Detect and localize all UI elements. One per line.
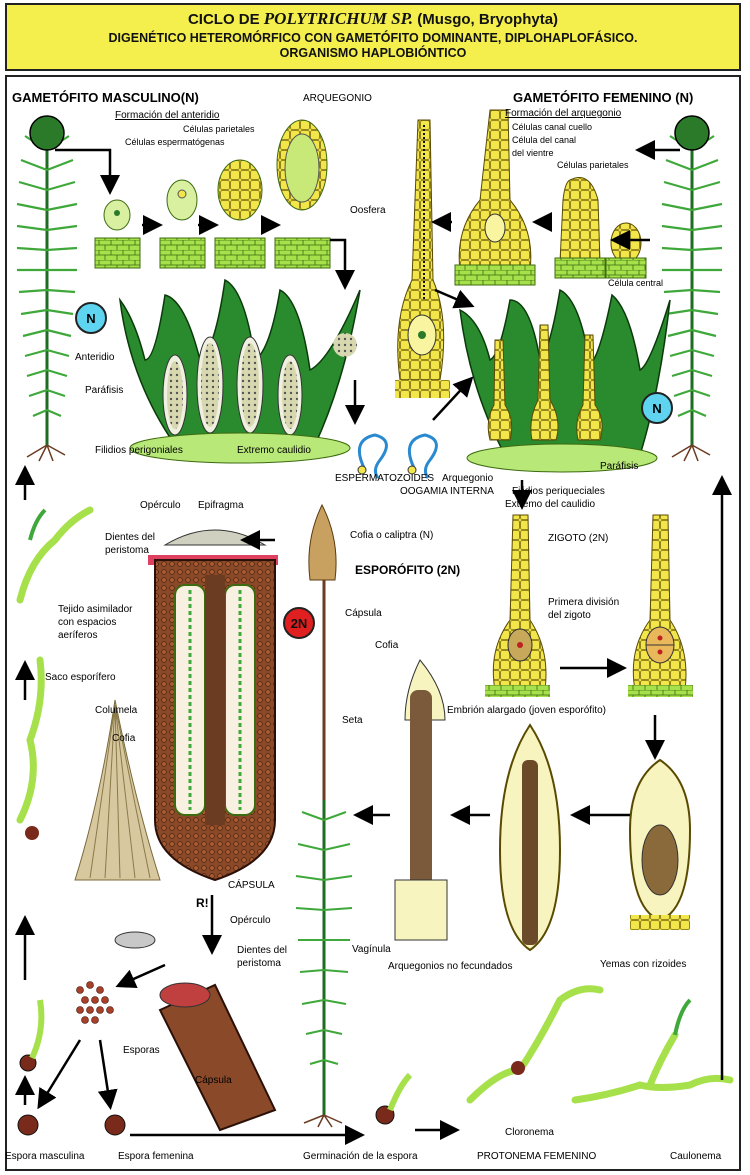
label-operculo-2: Opérculo [230,915,271,926]
opened-capsule-icon [114,931,277,1132]
spermatozoid-icon [357,433,438,479]
label-capsula-top: Cápsula [345,608,382,619]
label-yemas: Yemas con rizoides [600,959,687,970]
label-arquegonio-mid: Arquegonio [442,473,494,484]
label-filidios-perigoniales: Filidios perigoniales [95,445,183,456]
label-protonema-femenino: PROTONEMA FEMENINO [477,1151,597,1162]
label-parafisis-left: Paráfisis [85,385,124,396]
label-saco-esporifero: Saco esporífero [45,672,116,683]
sporophyte-young-icon [394,659,448,941]
label-dientes-peristoma-1: Dientes del [105,532,156,543]
badge-n-left: N [75,302,107,334]
label-tejido-2: con espacios [58,617,117,628]
embryo-young-icon [628,758,692,930]
label-dientes-peristoma-2: peristoma [105,545,149,556]
label-celulas-canal-cuello: Células canal cuello [512,122,593,132]
label-primera-division-2: del zigoto [548,610,591,621]
label-columela: Columela [95,705,138,716]
label-extremo-caulidio-right: Extremo del caulidio [505,499,596,510]
label-parafisis-right: Paráfisis [600,461,639,472]
title-line-3: ORGANISMO HAPLOBIÓNTICO [279,46,467,60]
label-formacion-arquegonio: Formación del arquegonio [505,108,622,119]
label-epifragma: Epifragma [198,500,244,511]
label-tejido-1: Tejido asimilador [58,604,133,615]
label-zigoto: ZIGOTO (2N) [548,533,609,544]
label-dientes-2a: Dientes del [237,945,288,956]
label-cofia-left: Cofia [112,733,136,744]
label-caulonema: Caulonema [670,1151,722,1162]
label-dientes-2b: peristoma [237,958,281,969]
archegonium-formation-series [454,109,647,286]
female-spore-icon [104,1114,126,1136]
label-filidios-periqueciales: Filidios periqueciales [512,486,605,497]
label-seta: Seta [342,715,363,726]
protonema-icon [16,506,734,1104]
label-celula-canal-2: del vientre [512,148,554,158]
label-r-meiosis: R! [196,896,209,910]
label-vaginula: Vagínula [352,944,391,955]
spore-cluster-icon [76,981,114,1024]
label-celulas-parietales-f: Células parietales [557,160,629,170]
label-cofia-mid: Cofia [375,640,399,651]
label-celula-central: Célula central [608,278,664,288]
label-gametofito-masculino: GAMETÓFITO MASCULINO(N) [12,90,199,105]
label-tejido-3: aeríferos [58,630,98,641]
embryo-elongated-icon [498,723,562,952]
label-espora-masculina: Espora masculina [5,1151,85,1162]
archegonium-icon [395,119,450,398]
diagram-frame [5,75,741,1171]
label-arquegonios-no-fec: Arquegonios no fecundados [388,961,513,972]
label-anteridio: Anteridio [75,352,115,363]
badge-n-right: N [641,392,673,424]
label-celulas-espermatogenas: Células espermatógenas [125,137,225,147]
germinating-spore-icon [375,1105,395,1125]
female-head-icon [459,288,671,473]
title-line-1: CICLO DE POLYTRICHUM SP. (Musgo, Bryophy… [187,9,559,28]
label-capsula-bottom: Cápsula [195,1075,232,1086]
label-celula-canal-1: Célula del canal [512,135,577,145]
badge-2n: 2N [283,607,315,639]
title-banner: CICLO DE POLYTRICHUM SP. (Musgo, Bryophy… [5,3,741,71]
antheridium-formation-series [94,119,331,269]
label-oosfera: Oosfera [350,205,386,216]
arrow-icon [14,140,732,1145]
label-arquegonio-top: ARQUEGONIO [303,93,372,104]
label-cloronema: Cloronema [505,1127,554,1138]
label-embrion: Embrión alargado (joven esporófito) [447,705,606,716]
calyptra-icon [74,699,161,881]
zygote-archegonium [485,514,550,697]
male-moss-plant-icon [16,115,78,462]
label-esporofito: ESPORÓFITO (2N) [355,563,461,577]
label-operculo: Opérculo [140,500,181,511]
title-line-2: DIGENÉTICO HETEROMÓRFICO CON GAMETÓFITO … [108,31,638,45]
label-primera-division-1: Primera división [548,597,620,608]
label-germinacion: Germinación de la espora [303,1151,418,1162]
label-gametofito-femenino: GAMETÓFITO FEMENINO (N) [513,90,694,105]
label-formacion-anteridio: Formación del anteridio [115,110,220,121]
label-oogamia-interna: OOGAMIA INTERNA [400,486,494,497]
label-cofia-caliptra: Cofia o caliptra (N) [350,530,434,541]
label-espermatozoides: ESPERMATOZOIDES [335,473,435,484]
label-esporas: Esporas [123,1045,160,1056]
label-capsula-mid: CÁPSULA [228,880,275,891]
sporophyte-on-gametophyte-icon [295,503,353,1128]
capsule-section-icon [148,529,278,882]
male-head-icon [118,278,361,464]
first-division-archegonium [628,514,693,697]
male-spore-icon [17,1114,39,1136]
label-espora-femenina: Espora femenina [118,1151,194,1162]
female-moss-plant-icon [661,115,723,462]
label-celulas-parietales: Células parietales [183,124,255,134]
label-extremo-caulidio-left: Extremo caulidio [237,445,311,456]
